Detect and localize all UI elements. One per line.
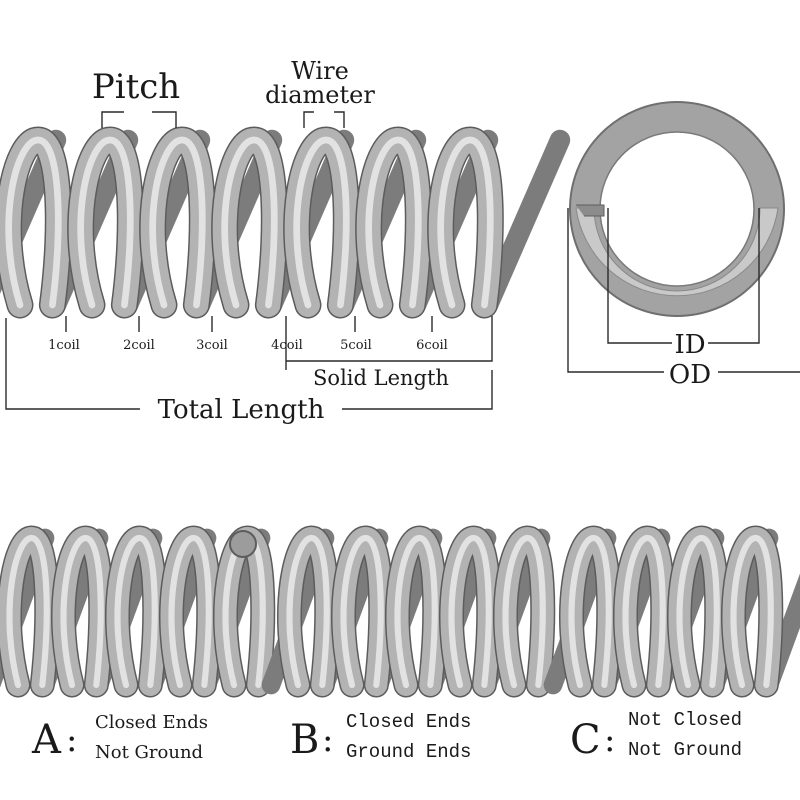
wire-diameter-bracket [303,111,345,128]
solid-length-label: Solid Length [313,366,449,390]
spring-b-coil-highlight [286,534,330,689]
main-spring-coils [0,126,571,319]
end-type-b-letter: B [290,717,319,763]
pitch-label: Pitch [92,67,180,107]
end-type-c-colon: : [604,720,615,760]
end-type-b-colon: : [322,720,333,760]
end-type-b-line2: Ground Ends [346,741,471,763]
solid-length-annotation: Solid Length [286,316,493,390]
end-type-a-spring [0,525,276,698]
coil-label-2: 2coil [123,338,155,353]
spring-b-coil-highlight [502,534,546,689]
end-type-b-spring [261,525,556,698]
end-type-a-label: A : Closed Ends Not Ground [31,712,208,763]
end-view-cut-edge [576,204,605,217]
total-length-line-right [342,370,493,410]
spring-c-coil-highlight [676,534,720,689]
wire-diameter-annotation: Wire diameter [265,57,375,128]
spring-a-coil-highlight [6,534,50,689]
main-spring-coil-highlight [221,136,278,309]
spring-b-coil-highlight [394,534,438,689]
end-type-a-letter: A [31,717,62,763]
id-od-annotation: ID OD [567,208,800,390]
end-type-b-line1: Closed Ends [346,711,471,733]
end-view-inner-hole [599,131,755,287]
main-spring-coil-highlight [293,136,350,309]
end-type-c-spring [543,525,800,698]
end-type-c-line2: Not Ground [628,739,742,761]
od-label: OD [669,360,711,390]
end-type-a-line1: Closed Ends [95,712,208,733]
end-type-a-line2: Not Ground [95,742,203,763]
end-type-c-label: C : Not Closed Not Ground [570,709,742,763]
coil-ticks: 1coil 2coil 3coil 4coil 5coil 6coil [48,316,448,370]
main-spring-coil-highlight [365,136,422,309]
spring-b-coil-highlight [448,534,492,689]
total-length-annotation: Total Length [5,318,493,425]
spring-a-wire-end [229,530,257,558]
spring-c-coil-highlight [568,534,612,689]
pitch-bracket [101,111,177,128]
spring-c-coil-highlight [730,534,774,689]
main-spring-coil-highlight [5,136,62,309]
pitch-annotation: Pitch [92,67,180,128]
end-type-a-colon: : [66,720,77,760]
total-length-label: Total Length [158,395,325,425]
spring-a-coil-highlight [168,534,212,689]
end-type-c-letter: C [570,717,601,763]
main-spring-coil-highlight [77,136,134,309]
id-line [607,208,760,344]
spring-a-coil-highlight [114,534,158,689]
spring-b-coil-highlight [340,534,384,689]
solid-length-line [286,316,493,362]
wire-label-line2: diameter [265,81,375,109]
coil-label-1: 1coil [48,338,80,353]
coil-label-6: 6coil [416,338,448,353]
end-type-b-label: B : Closed Ends Ground Ends [290,711,471,763]
wire-label-line1: Wire [291,57,349,85]
main-spring-coil-highlight [149,136,206,309]
total-length-line-left [5,318,140,410]
coil-label-3: 3coil [196,338,228,353]
id-label: ID [674,330,705,360]
od-line [567,208,800,373]
end-type-c-line1: Not Closed [628,709,742,731]
spring-end-view [569,101,785,317]
end-view-lower-coil [575,207,779,297]
spring-a-coil-highlight [60,534,104,689]
spring-c-coil-highlight [622,534,666,689]
coil-label-4: 4coil [271,338,303,353]
main-spring [0,126,571,319]
coil-label-5: 5coil [340,338,372,353]
main-spring-coil-highlight [437,136,494,309]
